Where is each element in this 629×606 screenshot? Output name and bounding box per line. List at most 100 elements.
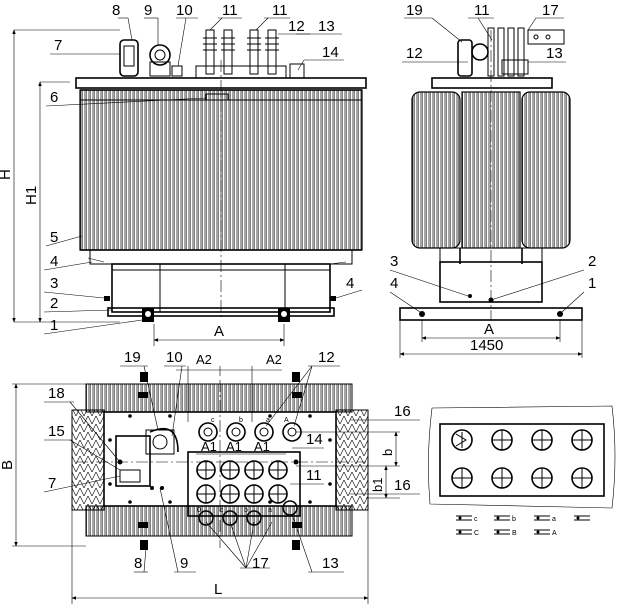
height-dimension: H H1	[0, 29, 120, 323]
side-cover	[431, 77, 553, 89]
dim-a2: A2 A2	[176, 352, 282, 422]
dim-a2-left: A2	[196, 352, 212, 367]
front-view: H H1	[0, 2, 367, 346]
side-callout-13: 13	[546, 45, 563, 62]
conservator-and-bushings	[119, 29, 305, 79]
side-callout-4: 4	[390, 275, 398, 292]
foot-3	[140, 372, 148, 382]
dim-b-small-label: b	[380, 449, 395, 456]
top-callout-16a: 16	[394, 403, 411, 420]
front-dim-a: A	[153, 323, 285, 346]
dim-l: L	[71, 510, 369, 604]
callout-2: 2	[50, 295, 58, 312]
phase-lbl-5: c	[220, 507, 224, 514]
detail-lbl-A: A	[552, 530, 557, 537]
side-base-channel	[399, 307, 583, 321]
top-radiator-upper	[85, 383, 353, 413]
lift-lug-1	[138, 392, 148, 398]
side-callout-17: 17	[542, 2, 559, 19]
top-radiator-left	[71, 409, 105, 511]
dim-a-front: A	[214, 323, 224, 340]
terminal-detail: c b a C B A	[428, 405, 616, 537]
front-skids	[142, 308, 290, 322]
callout-13: 13	[318, 18, 335, 35]
dim-a2-right: A2	[266, 352, 282, 367]
side-callout-2: 2	[588, 253, 596, 270]
phase-lbl-4: 0	[197, 507, 201, 514]
top-callout-9: 9	[180, 555, 188, 572]
top-callout-14: 14	[306, 431, 323, 448]
callout-5: 5	[50, 229, 58, 246]
nameplate	[205, 93, 229, 101]
detail-lbl-b: b	[512, 516, 516, 523]
front-callouts: 8 9 10 11 11 12 13 14 7 6 5 4 3	[43, 2, 363, 335]
side-callout-12: 12	[406, 45, 423, 62]
lift-lug-2	[292, 392, 302, 398]
phase-lbl-0: c	[211, 417, 215, 424]
tank-base	[89, 60, 353, 320]
top-callout-10: 10	[166, 349, 183, 366]
callout-4: 4	[50, 253, 58, 270]
dim-h-label: H	[0, 169, 14, 180]
phase-labels: c b a A 0 c b a	[197, 417, 289, 514]
side-view: 19 11 17 12 13 3 2 4 1 A 1 4	[389, 2, 596, 358]
foot-2	[292, 540, 300, 550]
detail-terminal-symbols: c b a C B A	[456, 515, 590, 537]
callout-3: 3	[50, 275, 58, 292]
side-radiator-right	[521, 91, 571, 249]
side-dims: A 1450	[399, 320, 583, 358]
side-top-fittings	[457, 27, 565, 77]
detail-lbl-c: c	[474, 516, 478, 523]
callout-12: 12	[288, 18, 305, 35]
top-callout-15: 15	[48, 423, 65, 440]
callout-11a: 11	[222, 2, 238, 19]
cover-bolts	[108, 414, 332, 504]
top-callout-19: 19	[124, 349, 141, 366]
side-dim-a: A	[484, 321, 494, 338]
earth-lug-right	[330, 296, 336, 301]
top-callout-11: 11	[306, 467, 322, 484]
hv-bushings	[203, 29, 279, 75]
top-callout-18: 18	[48, 385, 65, 402]
detail-lbl-C: C	[474, 530, 479, 537]
dim-b-small: b b1	[296, 431, 400, 499]
side-callout-3: 3	[390, 253, 398, 270]
top-radiator-right	[335, 409, 369, 511]
earth-lug-left	[104, 296, 110, 301]
top-conservator-group	[115, 427, 179, 490]
callout-1: 1	[50, 317, 58, 334]
detail-bushings	[451, 429, 593, 489]
top-callout-8: 8	[134, 555, 142, 572]
top-callout-13: 13	[322, 555, 339, 572]
foot-4	[292, 372, 300, 382]
detail-outline	[428, 405, 616, 509]
lift-lug-3	[138, 522, 148, 528]
side-callout-1: 1	[588, 275, 596, 292]
top-callout-16b: 16	[394, 477, 411, 494]
side-callouts: 19 11 17 12 13 3 2 4 1	[389, 2, 596, 313]
dim-b: B	[0, 383, 86, 547]
top-callout-12: 12	[318, 349, 335, 366]
dim-l-label: L	[214, 581, 222, 598]
lift-lug-4	[292, 522, 302, 528]
callout-8: 8	[112, 2, 120, 19]
dim-b1-small-label: b1	[370, 478, 385, 492]
dim-h1-label: H1	[23, 186, 40, 205]
top-callout-7: 7	[48, 475, 56, 492]
dim-a1-2: A1	[226, 439, 242, 454]
phase-lbl-6: b	[244, 507, 248, 514]
side-dim-1450: 1450	[470, 337, 503, 354]
detail-lbl-a: a	[552, 516, 556, 523]
phase-lbl-3: A	[284, 417, 289, 424]
dim-a1-3: A1	[254, 439, 270, 454]
side-radiator-left	[411, 91, 461, 249]
top-callouts: 19 10 12 18 15 7 8 9 17 13 14 11	[43, 349, 420, 573]
callout-9: 9	[144, 2, 152, 19]
callout-6: 6	[50, 89, 58, 106]
side-callout-19: 19	[406, 2, 423, 19]
top-radiator-lower	[85, 505, 353, 537]
callout-11b: 11	[272, 2, 288, 19]
side-callout-11: 11	[474, 2, 490, 19]
top-callout-17: 17	[252, 555, 269, 572]
